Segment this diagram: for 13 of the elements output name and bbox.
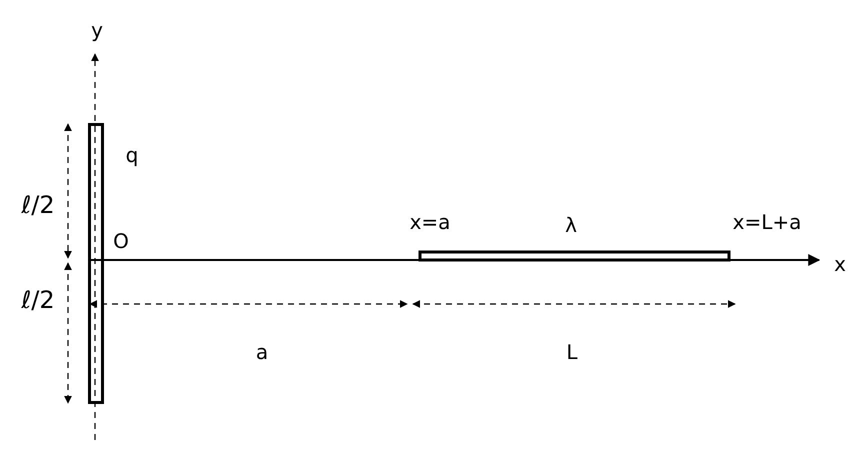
position-label: x=L+a [732, 212, 802, 232]
position-label: x=a [410, 212, 450, 232]
charged-rod [88, 123, 104, 404]
dimension-label: L [566, 342, 578, 362]
dimension-label: a [256, 342, 268, 362]
origin-label: O [113, 231, 129, 251]
dimension-label: ℓ/2 [21, 193, 55, 217]
axis-label: x [834, 254, 846, 274]
dimension-label: ℓ/2 [21, 288, 55, 312]
charge-density-label: λ [565, 215, 577, 235]
axis-label: y [91, 20, 103, 40]
charge-label: q [126, 145, 138, 165]
charged-rod [418, 250, 730, 262]
